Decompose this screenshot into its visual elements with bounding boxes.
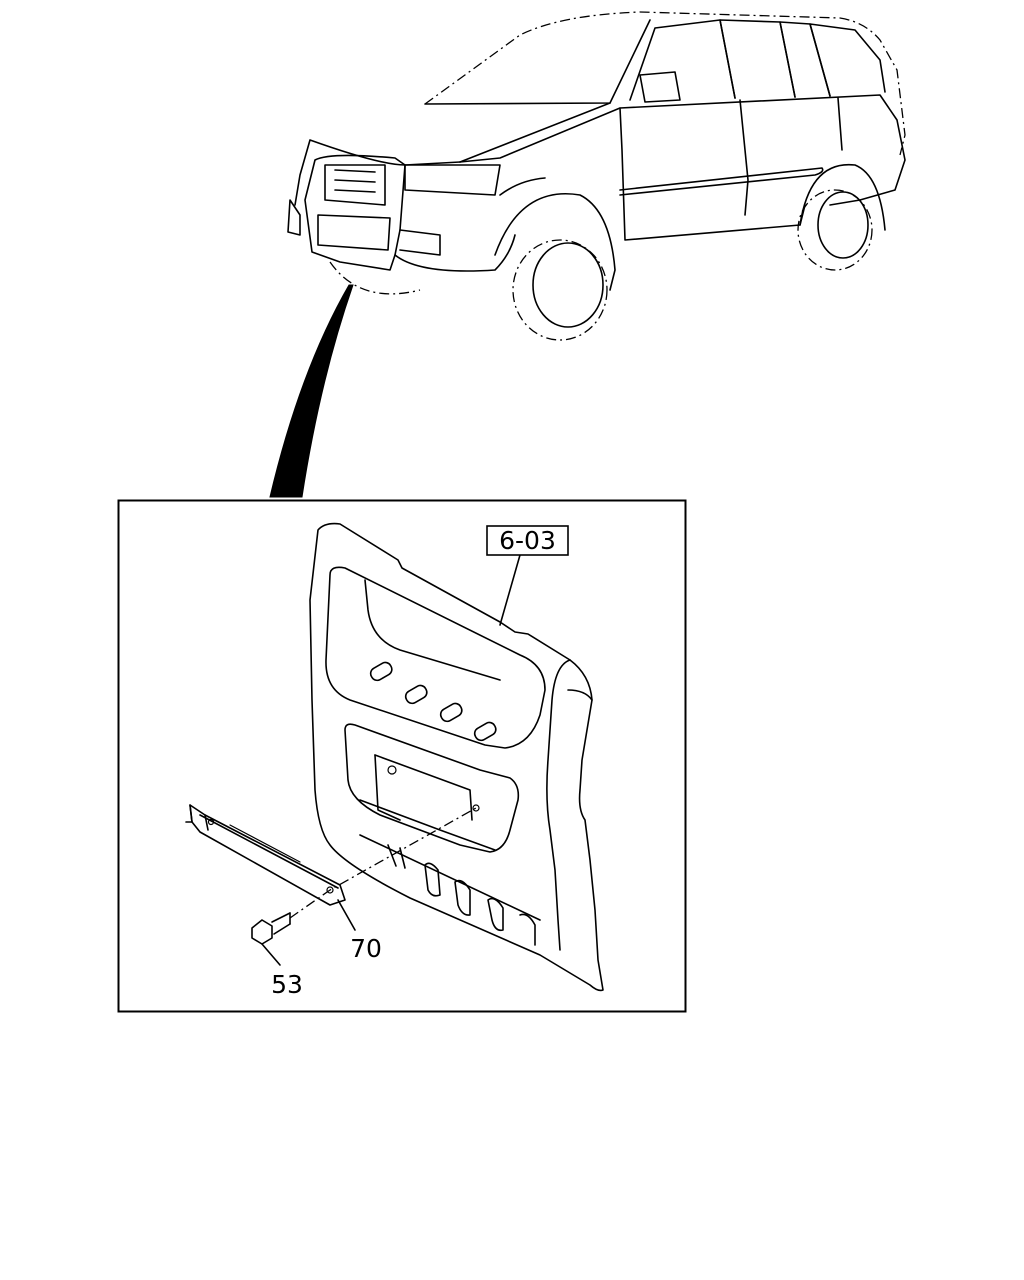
leader-70 (337, 899, 356, 931)
grille-guard-assembly (309, 522, 604, 992)
leader-53 (261, 943, 281, 966)
bracket-part-70 (185, 804, 346, 906)
leader-6-03 (499, 554, 521, 626)
part-ref-label: 6-03 (499, 526, 556, 555)
bolt-part-53 (251, 912, 291, 945)
vehicle-illustration (287, 11, 906, 341)
alignment-line (289, 807, 477, 919)
detail-frame (117, 499, 687, 1013)
callout-70: 70 (350, 934, 382, 963)
callout-53: 53 (271, 970, 303, 999)
part-ref-box (486, 525, 569, 556)
zoom-pointer (269, 284, 354, 498)
